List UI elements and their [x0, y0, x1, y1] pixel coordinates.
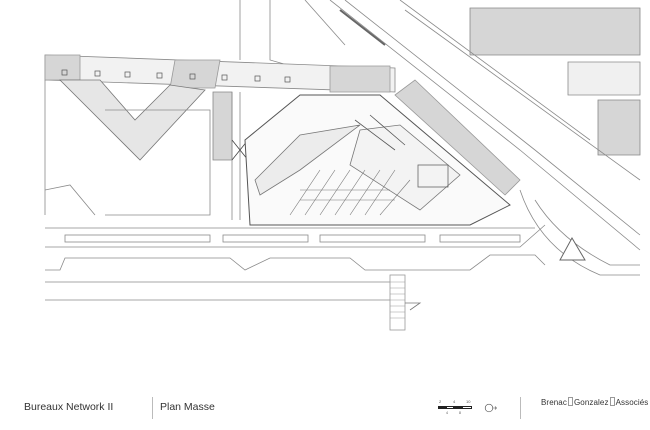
scale-label: 10	[466, 399, 471, 404]
firm-name-part: Brenac	[541, 398, 567, 407]
firm-name-part: Associés	[615, 398, 649, 407]
scale-segment	[454, 406, 462, 409]
scale-sublabel: 8	[459, 411, 461, 415]
firm-name: Brenac Gonzalez Associés	[541, 397, 648, 407]
corner-curve	[534, 199, 640, 266]
right-block-shaded	[597, 99, 641, 156]
scale-sublabel: 4	[446, 411, 448, 415]
left-zigzag-building	[59, 79, 206, 161]
vertical-passage	[212, 91, 233, 161]
scale-segment	[446, 406, 454, 409]
top-block-shaded	[469, 7, 641, 56]
firm-separator-mark	[609, 397, 615, 406]
scale-segment	[438, 406, 446, 409]
separator	[520, 397, 521, 419]
site-plan-drawing	[44, 0, 641, 331]
separator	[152, 397, 153, 419]
diagonal-road	[329, 0, 641, 251]
scale-label: 2	[439, 399, 442, 404]
right-mid-shaded	[567, 61, 641, 96]
traffic-island	[559, 236, 586, 261]
north-arrow-icon	[484, 403, 497, 413]
project-title: Bureaux Network II	[24, 401, 114, 413]
scale-label: 4	[453, 399, 456, 404]
firm-name-part: Gonzalez	[573, 398, 609, 407]
scale-bar-icon: 2 4 10 4 8	[438, 399, 474, 417]
sidewalk-strip	[394, 79, 521, 196]
drawing-title: Plan Masse	[160, 401, 215, 413]
scale-segment	[462, 406, 472, 409]
title-block: Bureaux Network II Plan Masse 2 4 10 4 8…	[0, 385, 650, 430]
firm-separator-mark	[567, 397, 573, 406]
street-shade-left	[44, 54, 81, 81]
